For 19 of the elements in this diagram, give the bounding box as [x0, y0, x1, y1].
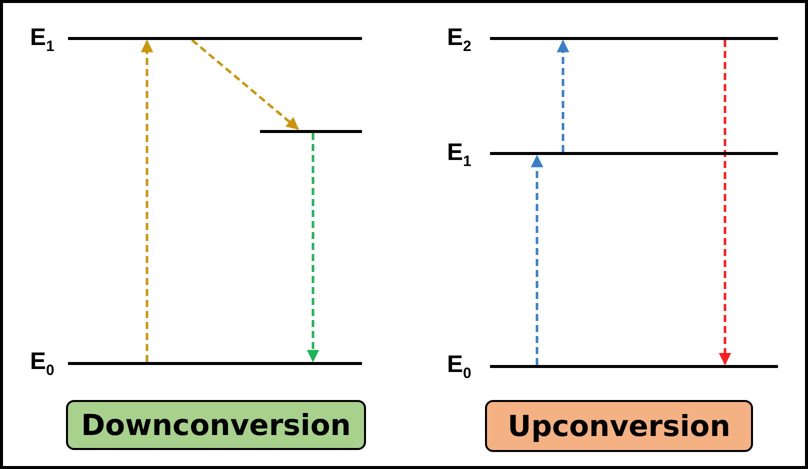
transition-arrow [191, 39, 299, 130]
energy-level-line [490, 152, 778, 155]
energy-level-line [260, 130, 362, 133]
level-label: E$_{1}$ [30, 26, 54, 57]
level-label: E$_{1}$ [447, 141, 472, 172]
process-label: Upconversion [485, 400, 753, 452]
transition-arrow [530, 154, 544, 365]
energy-level-line [490, 37, 778, 40]
level-label: E$_{0}$ [447, 353, 472, 384]
transition-arrow [140, 40, 154, 362]
energy-level-line [68, 37, 362, 40]
transition-arrow [556, 40, 570, 152]
level-label: E$_{2}$ [447, 26, 472, 57]
level-label: E$_{0}$ [30, 350, 54, 381]
process-label: Downconversion [66, 400, 366, 450]
energy-level-line [68, 362, 362, 365]
energy-level-line [490, 365, 778, 368]
transition-arrow [306, 133, 320, 362]
transition-arrow [718, 40, 732, 366]
